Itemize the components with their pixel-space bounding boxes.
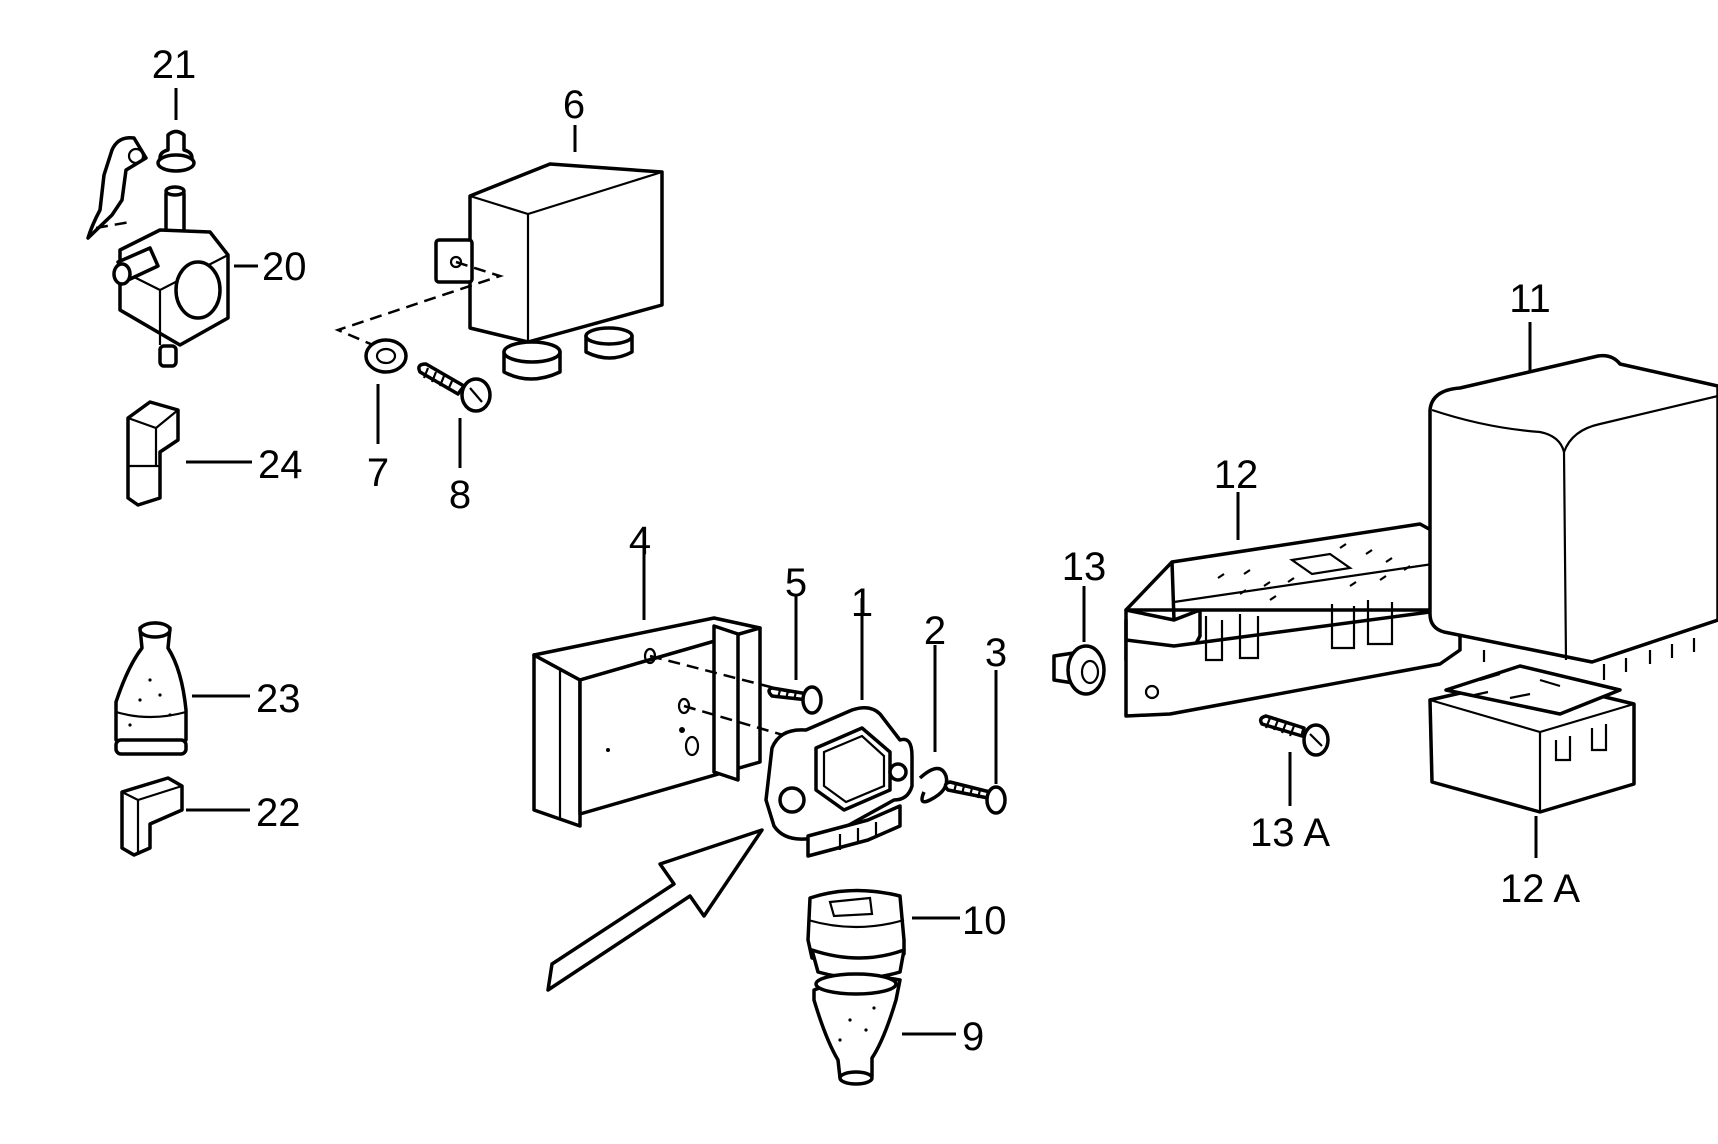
- label-1: 1: [851, 581, 873, 625]
- part-8-screw: [417, 362, 492, 413]
- label-3: 3: [985, 631, 1007, 675]
- part-12-fuse-plate: [1124, 522, 1462, 718]
- part-4-bracket: [532, 616, 762, 828]
- label-6: 6: [563, 83, 585, 127]
- label-10: 10: [962, 899, 1007, 943]
- part-11-relay: [1428, 353, 1718, 680]
- part-23-boot: [114, 621, 188, 756]
- label-2: 2: [924, 609, 946, 653]
- label-5: 5: [785, 561, 807, 605]
- part-3-screw: [943, 780, 1007, 815]
- part-13-plug: [1052, 644, 1106, 696]
- part-5-screw: [767, 685, 823, 715]
- label-13a: 13 A: [1250, 811, 1330, 855]
- part-12a-relay-base: [1428, 664, 1636, 814]
- label-12: 12: [1214, 453, 1259, 497]
- label-9: 9: [962, 1015, 984, 1059]
- part-22-connector: [120, 776, 184, 857]
- label-4: 4: [629, 519, 651, 563]
- part-2-spring-washer: [918, 766, 949, 804]
- label-23: 23: [256, 677, 301, 721]
- part-9-boot: [812, 972, 902, 1086]
- label-11: 11: [1509, 277, 1551, 321]
- part-7-washer: [364, 338, 408, 374]
- label-8: 8: [449, 473, 471, 517]
- part-6-relay: [434, 162, 664, 381]
- label-13: 13: [1062, 545, 1107, 589]
- label-7: 7: [367, 451, 389, 495]
- label-20: 20: [262, 245, 307, 289]
- part-1-control-module: [764, 706, 914, 858]
- part-20-valve: [86, 136, 230, 368]
- label-12a: 12 A: [1500, 867, 1580, 911]
- label-24: 24: [258, 443, 303, 487]
- part-10-connector: [806, 888, 906, 980]
- part-24-connector: [126, 400, 180, 507]
- label-21: 21: [152, 43, 197, 87]
- label-22: 22: [256, 791, 301, 835]
- part-21-cap: [156, 129, 196, 173]
- pointer-arrow: [546, 828, 764, 992]
- part-13a-screw: [1258, 714, 1330, 757]
